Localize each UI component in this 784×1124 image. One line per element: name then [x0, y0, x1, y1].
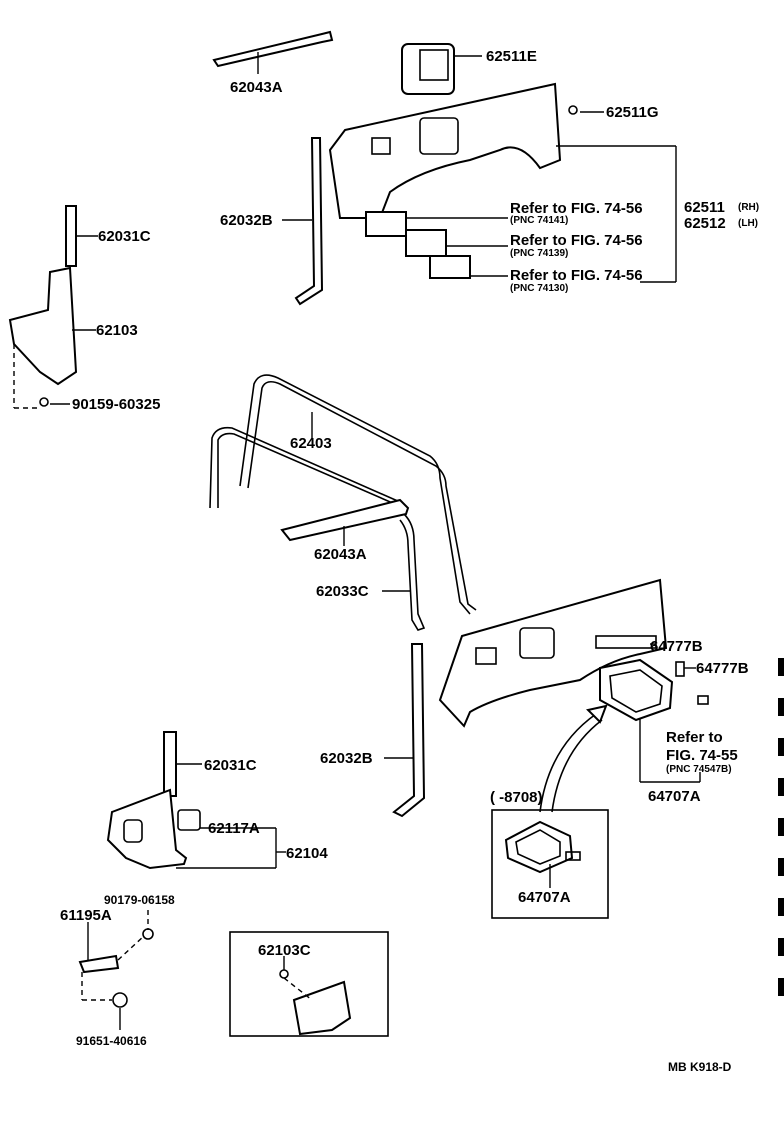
ref-pnc-1: (PNC 74141) [510, 215, 568, 226]
part-label-90179: 90179-06158 [104, 893, 175, 907]
ref-text-4a: Refer to [666, 729, 723, 746]
part-label-64707a-main: 64707A [648, 788, 701, 805]
part-61195a-drawing [78, 910, 154, 1030]
part-label-62103c: 62103C [258, 942, 311, 959]
detail-arrow [539, 704, 608, 813]
ref-pnc-3: (PNC 74130) [510, 283, 568, 294]
part-62403-drawing [209, 374, 477, 615]
part-label-62117a: 62117A [208, 820, 260, 837]
part-62043a-mid-drawing [280, 498, 410, 546]
binding-marks [778, 658, 784, 996]
ref-pnc-2: (PNC 74139) [510, 248, 568, 259]
part-label-62511: 62511 [684, 199, 725, 216]
part-62104-drawing [106, 788, 286, 870]
part-62031c-top-drawing [65, 205, 98, 267]
part-62511e-drawing [401, 43, 482, 95]
part-label-91651: 91651-40616 [76, 1034, 147, 1048]
part-label-62043a-mid: 62043A [314, 546, 367, 563]
part-label-62043a-top: 62043A [230, 79, 283, 96]
part-label-8708: ( -8708) [490, 789, 543, 806]
detail-box-62103c [229, 931, 389, 1037]
bracket-62511 [556, 145, 677, 283]
part-label-62512: 62512 [684, 215, 726, 232]
upper-side-panel-drawing [328, 82, 562, 219]
screw-90159-drawing [13, 344, 70, 409]
ref-text-2: Refer to FIG. 74-56 [510, 232, 643, 249]
part-label-62031c-top: 62031C [98, 228, 151, 245]
part-label-62511g: 62511G [606, 104, 659, 121]
part-label-62031c-low: 62031C [204, 757, 257, 774]
part-label-62403: 62403 [290, 435, 332, 452]
part-label-62033c: 62033C [316, 583, 369, 600]
lower-side-panel-drawing [438, 578, 668, 728]
part-label-62104: 62104 [286, 845, 328, 862]
part-label-61195a: 61195A [60, 907, 112, 924]
side-label-lh: (LH) [738, 218, 758, 229]
part-64777b-clip-drawing [675, 661, 696, 677]
part-62033c-drawing [382, 513, 426, 631]
ref-text-4b: FIG. 74-55 [666, 747, 738, 764]
part-label-62103: 62103 [96, 322, 138, 339]
part-62031c-low-drawing [163, 731, 202, 797]
diagram-code: MB K918-D [668, 1060, 732, 1074]
ref-pnc-4: (PNC 74547B) [666, 764, 732, 775]
housing-74130-drawing [429, 255, 508, 279]
part-64707a-drawing [599, 658, 709, 722]
side-label-rh: (RH) [738, 202, 759, 213]
part-62032b-low-drawing [384, 643, 426, 818]
ref-text-3: Refer to FIG. 74-56 [510, 267, 643, 284]
part-62043a-top-drawing [212, 30, 334, 74]
part-label-62511e: 62511E [486, 48, 537, 65]
bracket-64707a [639, 718, 701, 783]
part-62511g-drawing [568, 105, 604, 115]
part-label-64707a-box: 64707A [518, 889, 571, 906]
part-label-64777b-b: 64777B [696, 660, 749, 677]
housing-74139-drawing [405, 229, 508, 257]
housing-74141-drawing [365, 211, 508, 237]
part-62032b-top-drawing [282, 137, 324, 306]
ref-text-1: Refer to FIG. 74-56 [510, 200, 643, 217]
part-62103-drawing [8, 266, 96, 386]
detail-box-64707a [491, 809, 609, 919]
part-label-90159: 90159-60325 [72, 396, 160, 413]
part-label-62032b-low: 62032B [320, 750, 373, 767]
part-label-62032b-top: 62032B [220, 212, 273, 229]
part-label-64777b-a: 64777B [650, 638, 703, 655]
